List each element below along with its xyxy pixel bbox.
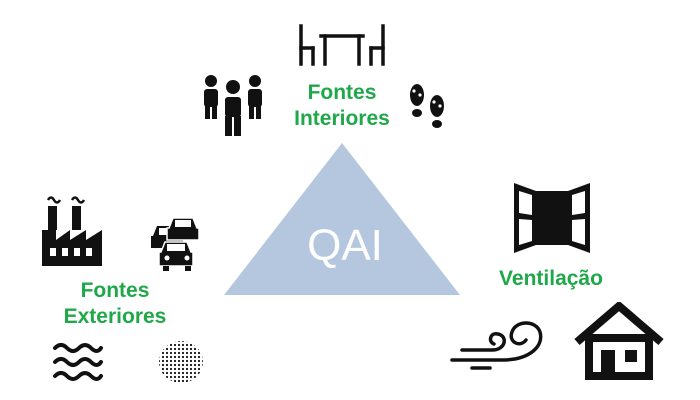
label-line: Exteriores [63,305,167,328]
label-line: Fontes [80,279,150,302]
dining-table-chairs-icon [297,24,387,71]
people-group-icon [200,73,266,142]
label-line: Interiores [294,107,390,130]
qai-triangle [224,143,460,295]
water-waves-icon [52,340,104,389]
footprints-icon [406,82,450,137]
wind-icon [450,318,552,375]
factory-icon [38,192,104,273]
label-ventilacao: Ventilação [499,267,603,290]
qai-label: QAI [307,221,383,270]
traffic-cars-icon [147,214,203,277]
label-fontes-interiores: Fontes Interiores [282,80,402,132]
label-line: Fontes [307,81,377,104]
open-window-icon [510,181,594,260]
house-icon [573,300,665,385]
particles-icon [157,339,205,390]
label-fontes-exteriores: Fontes Exteriores [55,278,175,330]
